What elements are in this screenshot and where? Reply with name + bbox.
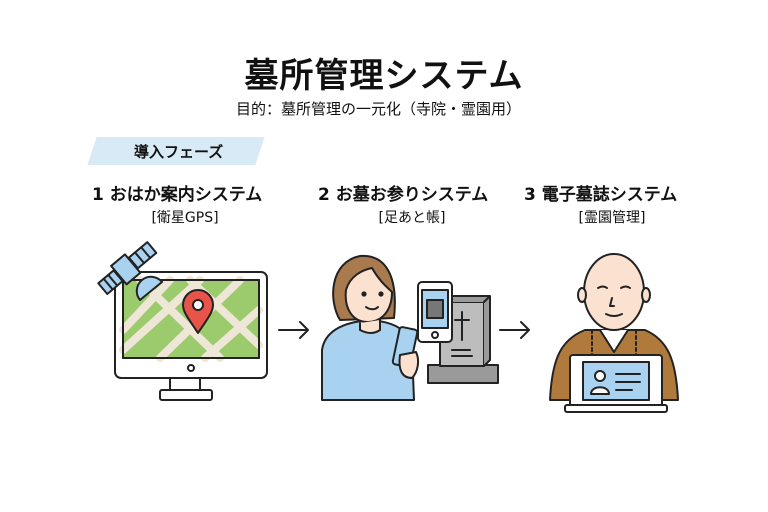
phase-label: 導入フェーズ [134, 143, 224, 161]
page-title: 墓所管理システム [244, 56, 524, 96]
step-2-sub: [足あと帳] [378, 210, 446, 226]
phone-icon [417, 281, 453, 343]
step-3-sub: [霊園管理] [578, 210, 646, 226]
step-2-label: 2 お墓お参りシステム [318, 185, 489, 205]
laptop-icon [564, 354, 668, 413]
satellite-icon [97, 241, 163, 301]
step-3-label: 3 電子墓誌システム [524, 185, 678, 205]
arrow-right-icon [278, 321, 309, 339]
monitor-map-icon [114, 271, 268, 401]
step-1-label: 1 おはか案内システム [92, 185, 263, 205]
arrow-right-icon [499, 321, 530, 339]
subtitle: 目的：墓所管理の一元化（寺院・霊園用） [236, 100, 522, 118]
woman-icon [321, 254, 420, 401]
step-1-sub: [衛星GPS] [151, 210, 219, 226]
